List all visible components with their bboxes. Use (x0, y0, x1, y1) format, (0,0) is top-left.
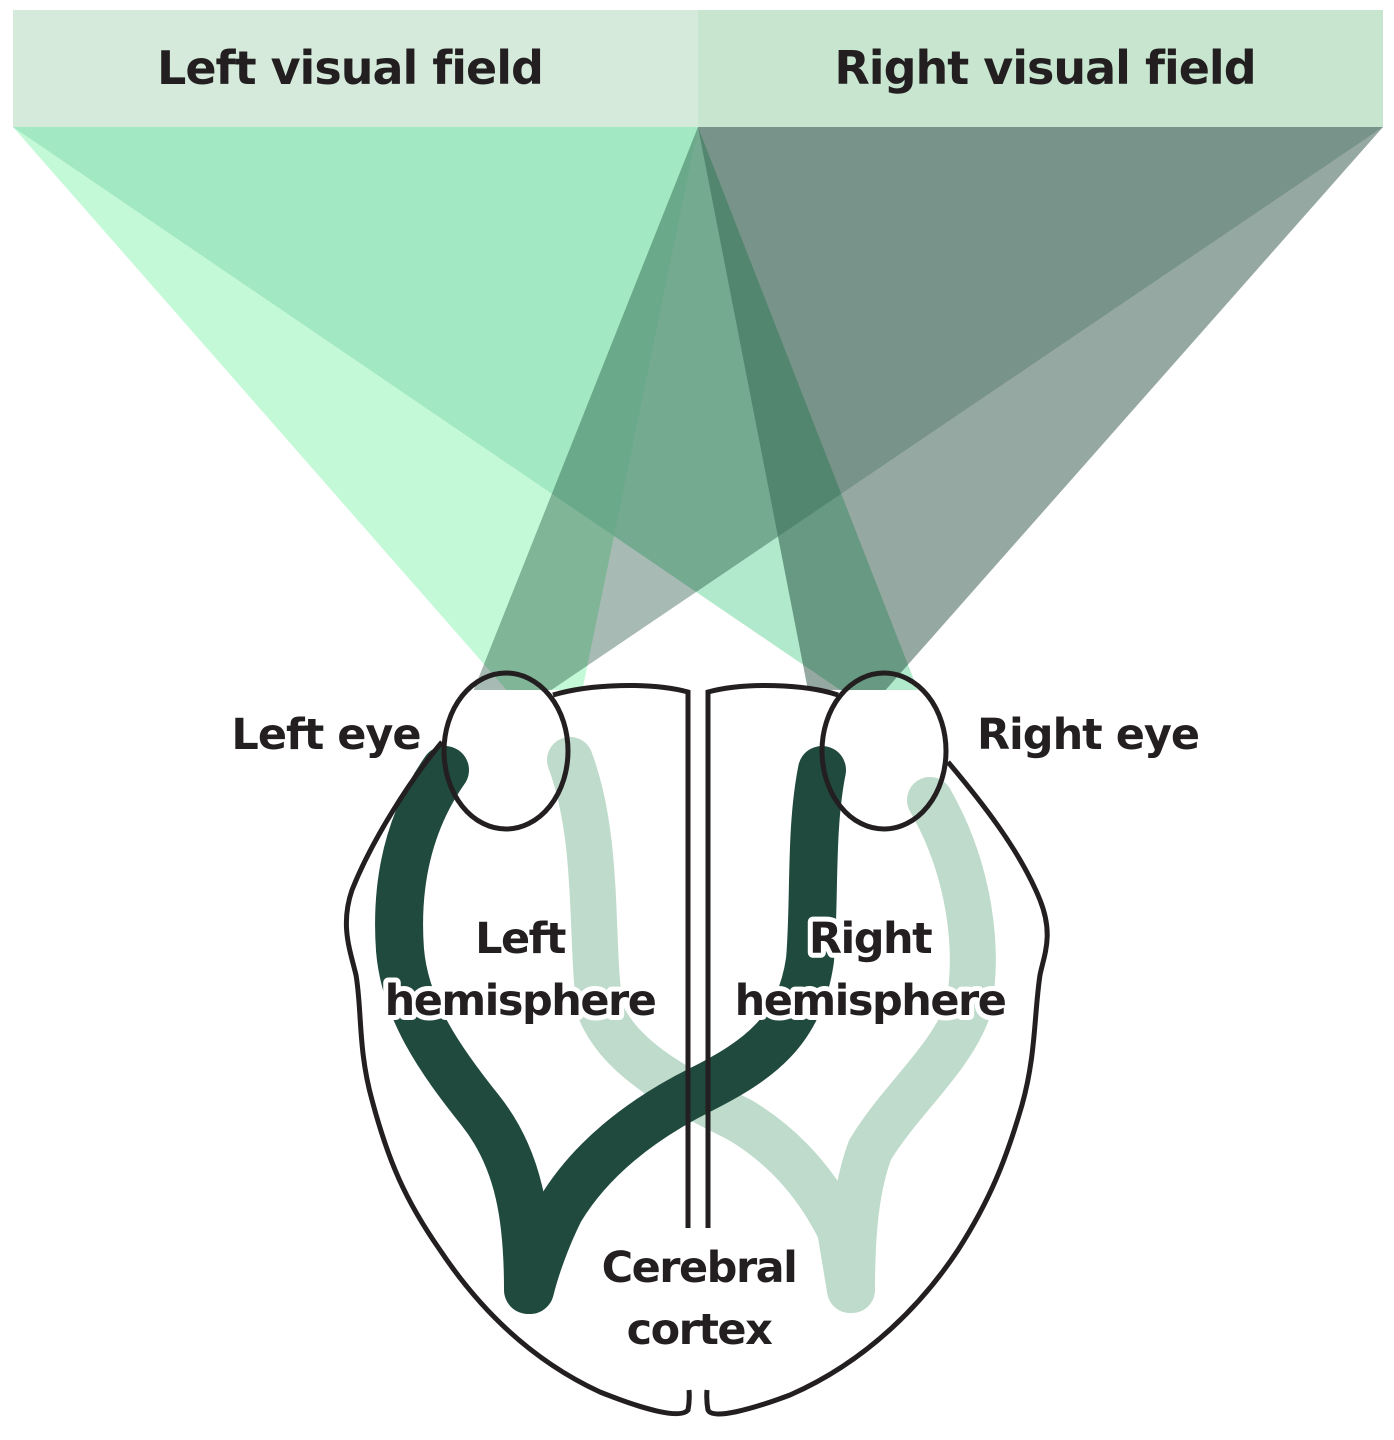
right-visual-field-label: Right visual field (834, 41, 1255, 95)
left-eye-label: Left eye (231, 710, 420, 760)
banner-right-visual-field (698, 10, 1383, 127)
right-eye-label: Right eye (977, 710, 1199, 760)
brain-frontal-left (552, 683, 691, 1228)
optic-pathway-dark-left (375, 746, 552, 1314)
cerebral-cortex-label-line1: Cerebral (602, 1243, 797, 1293)
right-hemisphere-label-line2: hemisphere (735, 976, 1006, 1026)
brain-outline-left (343, 740, 692, 1417)
right-visual-field-rays (445, 127, 1383, 762)
optic-pathway-light-right (829, 777, 996, 1313)
left-eye (441, 670, 571, 832)
cerebral-cortex-label-line2: cortex (627, 1305, 773, 1355)
left-visual-field-label: Left visual field (157, 41, 543, 95)
left-hemisphere-label-line1: Left (475, 914, 566, 964)
left-hemisphere-label-line2: hemisphere (385, 976, 656, 1026)
banner-left-visual-field (13, 10, 698, 127)
right-eye (819, 670, 949, 832)
optic-pathway-dark-right (506, 746, 846, 1314)
brain-outline-right (704, 760, 1050, 1417)
brain (343, 683, 1051, 1417)
right-field-to-left-eye (445, 127, 1383, 762)
right-hemisphere-label-line1: Right (809, 914, 932, 964)
brain-frontal-right (705, 683, 839, 1228)
optic-pathway-light (547, 737, 873, 1313)
